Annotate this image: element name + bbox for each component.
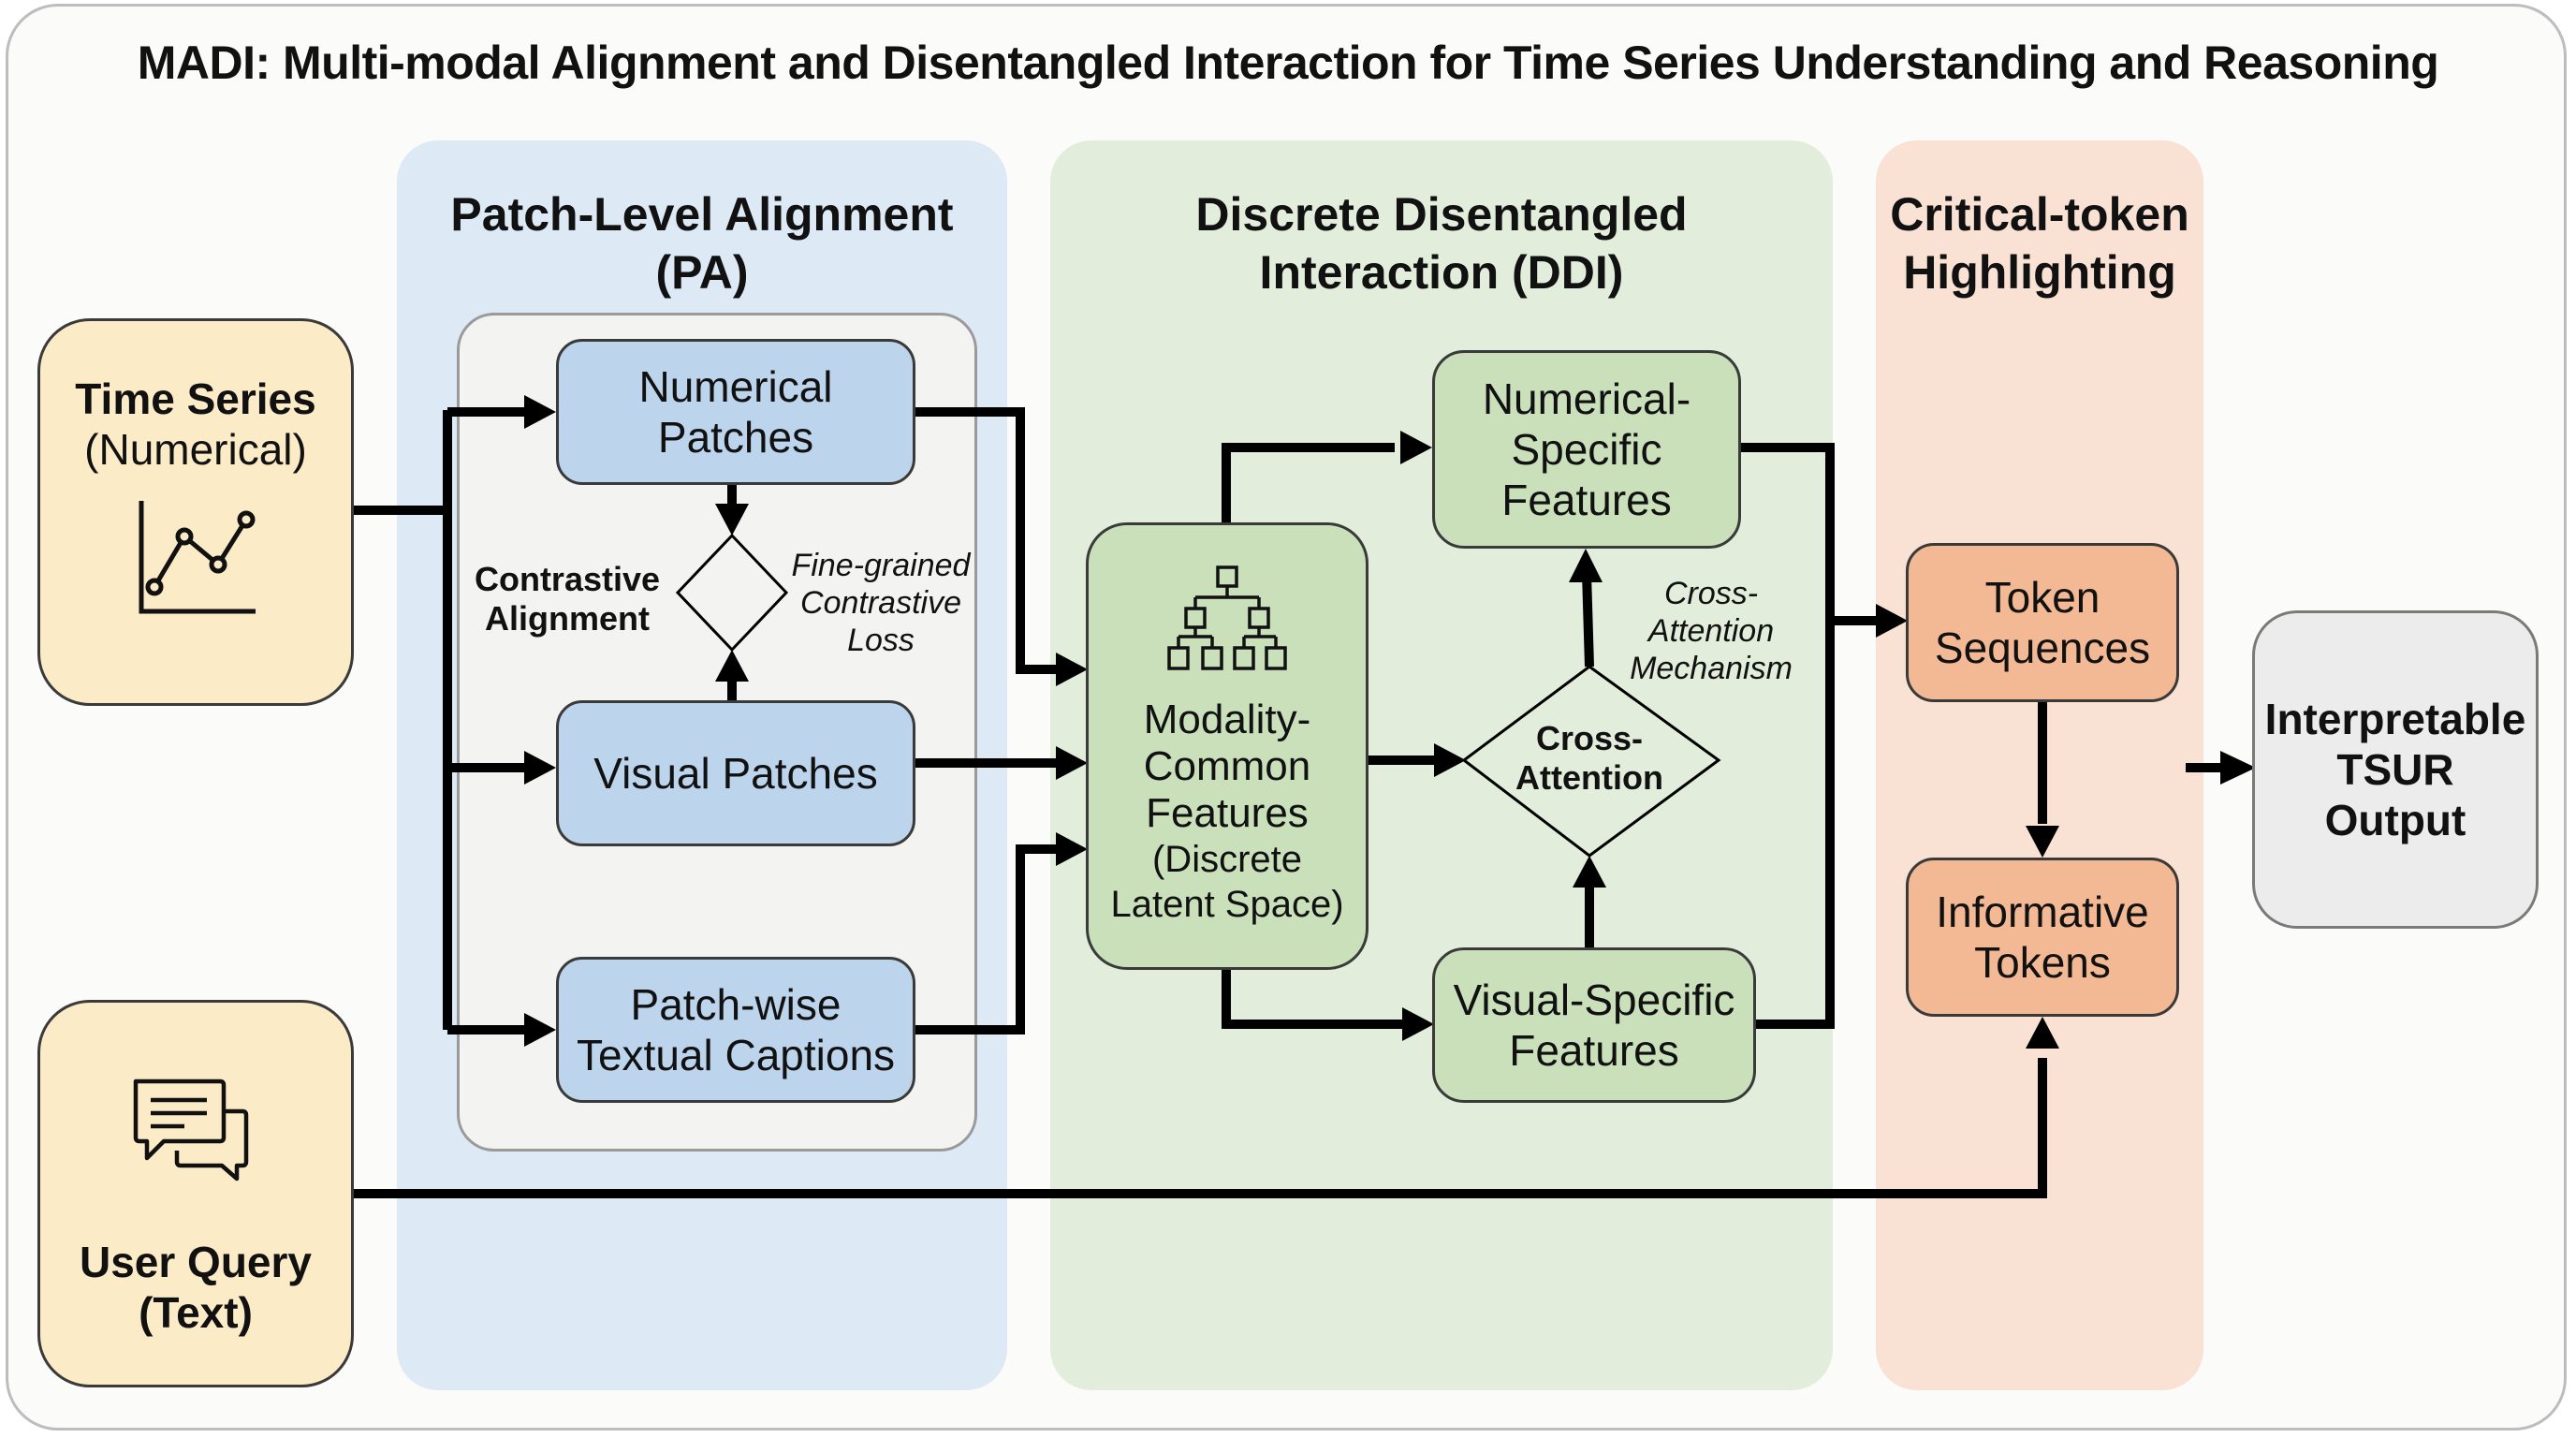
node-visual-specific-line2: Features bbox=[1509, 1026, 1679, 1075]
cross-attention-label-line1: Cross- bbox=[1535, 719, 1644, 757]
panel-pa-title-line1: Patch-Level Alignment bbox=[450, 188, 954, 241]
node-numerical-patches-line1: Numerical bbox=[638, 362, 833, 411]
node-token-sequences-line1: Token bbox=[1984, 573, 2100, 622]
node-modality-common-line2: Common bbox=[1143, 743, 1311, 789]
mechanism-label-line2: Attention bbox=[1647, 613, 1775, 649]
loss-label-line1: Fine-grained bbox=[791, 548, 971, 583]
output-line2: TSUR bbox=[2336, 745, 2454, 794]
panel-critical-token-highlighting: Critical-token Highlighting bbox=[1876, 140, 2203, 1390]
contrastive-alignment-label-line1: Contrastive bbox=[474, 560, 661, 598]
mechanism-label-line3: Mechanism bbox=[1630, 651, 1793, 686]
line-chart-icon bbox=[139, 501, 256, 614]
node-token-sequences-line2: Sequences bbox=[1934, 624, 2151, 672]
loss-label-line2: Contrastive bbox=[800, 585, 961, 621]
node-visual-patches-line1: Visual Patches bbox=[593, 749, 878, 798]
panel-pa-title: Patch-Level Alignment (PA) bbox=[397, 185, 1007, 301]
node-numerical-patches[interactable]: Numerical Patches bbox=[556, 339, 915, 485]
node-textual-captions-line1: Patch-wise bbox=[630, 980, 842, 1029]
node-numerical-patches-line2: Patches bbox=[657, 413, 814, 462]
cross-attention-mechanism-label: Cross- Attention Mechanism bbox=[1617, 575, 1805, 687]
node-numerical-specific-line3: Features bbox=[1501, 476, 1672, 524]
node-patch-wise-textual-captions[interactable]: Patch-wise Textual Captions bbox=[556, 957, 915, 1103]
input-time-series-title: Time Series bbox=[75, 374, 316, 423]
hierarchy-tree-icon bbox=[1167, 565, 1287, 670]
chat-bubbles-icon bbox=[133, 1078, 249, 1181]
node-visual-patches[interactable]: Visual Patches bbox=[556, 700, 915, 846]
panel-cth-title-line2: Highlighting bbox=[1903, 246, 2176, 299]
node-modality-common-line5: Latent Space) bbox=[1110, 884, 1344, 925]
output-line1: Interpretable bbox=[2264, 695, 2526, 743]
input-user-query-title: User Query bbox=[79, 1238, 312, 1286]
input-user-query-subtitle: (Text) bbox=[139, 1288, 253, 1337]
output-interpretable-tsur[interactable]: Interpretable TSUR Output bbox=[2252, 610, 2539, 929]
node-informative-tokens-line2: Tokens bbox=[1974, 938, 2111, 987]
node-modality-common-line1: Modality- bbox=[1143, 697, 1311, 742]
fine-grained-loss-label: Fine-grained Contrastive Loss bbox=[783, 547, 979, 659]
node-numerical-specific-line2: Specific bbox=[1511, 425, 1662, 474]
contrastive-alignment-label-line2: Alignment bbox=[485, 599, 650, 638]
node-informative-tokens[interactable]: Informative Tokens bbox=[1906, 858, 2179, 1017]
panel-pa-title-line2: (PA) bbox=[655, 246, 749, 299]
output-line3: Output bbox=[2324, 796, 2466, 844]
mechanism-label-line1: Cross- bbox=[1663, 576, 1759, 611]
contrastive-alignment-label: Contrastive Alignment bbox=[462, 560, 672, 638]
node-numerical-specific-line1: Numerical- bbox=[1482, 374, 1691, 423]
node-token-sequences[interactable]: Token Sequences bbox=[1906, 543, 2179, 702]
panel-ddi-title: Discrete Disentangled Interaction (DDI) bbox=[1050, 185, 1833, 301]
input-time-series-subtitle: (Numerical) bbox=[84, 425, 307, 474]
cross-attention-diamond-label: Cross- Attention bbox=[1488, 719, 1690, 798]
diagram-title: MADI: Multi-modal Alignment and Disentan… bbox=[137, 37, 2439, 89]
cross-attention-label-line2: Attention bbox=[1515, 758, 1663, 797]
input-user-query[interactable]: User Query (Text) bbox=[37, 1000, 354, 1387]
panel-ddi-title-line1: Discrete Disentangled bbox=[1195, 188, 1688, 241]
node-informative-tokens-line1: Informative bbox=[1936, 888, 2149, 936]
node-visual-specific-line1: Visual-Specific bbox=[1453, 976, 1735, 1024]
node-modality-common-line4: (Discrete bbox=[1151, 839, 1303, 880]
input-time-series[interactable]: Time Series (Numerical) bbox=[37, 318, 354, 706]
loss-label-line3: Loss bbox=[847, 623, 915, 658]
panel-ddi-title-line2: Interaction (DDI) bbox=[1259, 246, 1624, 299]
node-numerical-specific-features[interactable]: Numerical- Specific Features bbox=[1432, 350, 1741, 549]
panel-cth-title: Critical-token Highlighting bbox=[1876, 185, 2203, 301]
panel-cth-title-line1: Critical-token bbox=[1890, 188, 2189, 241]
node-visual-specific-features[interactable]: Visual-Specific Features bbox=[1432, 947, 1756, 1103]
node-modality-common-line3: Features bbox=[1146, 790, 1309, 836]
node-textual-captions-line2: Textual Captions bbox=[576, 1031, 896, 1079]
node-modality-common-features[interactable]: Modality- Common Features (Discrete Late… bbox=[1086, 522, 1368, 970]
